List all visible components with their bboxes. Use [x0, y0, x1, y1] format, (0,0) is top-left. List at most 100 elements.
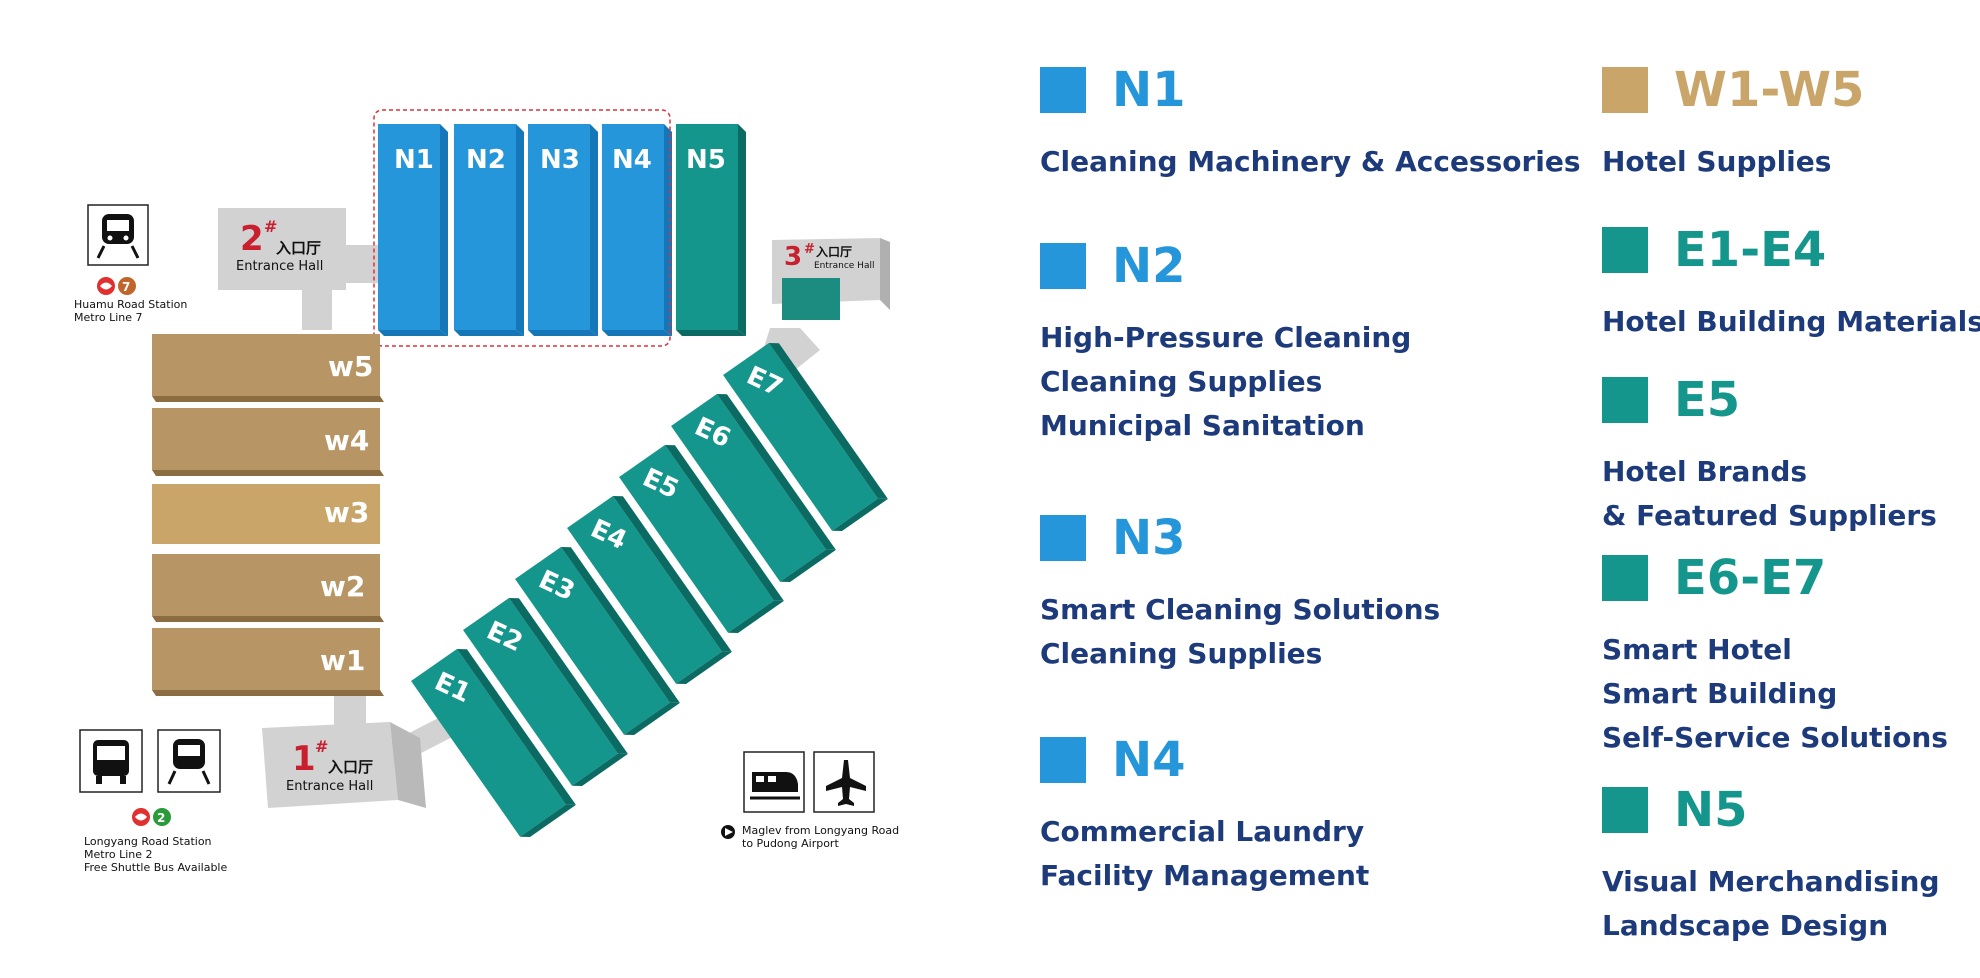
metro-7-station: Huamu Road Station: [74, 298, 187, 311]
legend-e6e7: E6-E7 Smart Hotel Smart Building Self-Se…: [1602, 550, 1948, 760]
hall-n1-label: N1: [394, 145, 434, 175]
metro-logo-icon: [132, 808, 150, 826]
legend-w-swatch: [1602, 67, 1648, 113]
hall-w3[interactable]: w3: [152, 484, 380, 544]
legend-n1-code: N1: [1112, 62, 1186, 118]
metro-line-7-badge-number: 7: [122, 280, 130, 294]
entrance-1-en: Entrance Hall: [286, 779, 373, 794]
transit-metro-7: 7 Huamu Road Station Metro Line 7: [74, 204, 187, 324]
north-halls: N1 N2 N3 N4 N5: [373, 109, 746, 347]
legend-n4-line: Commercial Laundry: [1040, 815, 1365, 848]
east-halls: E1 E2 E3 E4 E5: [411, 338, 888, 841]
hall-e3[interactable]: E3: [515, 542, 680, 739]
hall-e5[interactable]: E5: [619, 440, 784, 637]
legend-e5-code: E5: [1674, 372, 1741, 428]
hall-n1[interactable]: N1: [378, 124, 448, 336]
entrance-3-sup: #: [804, 242, 815, 257]
legend-n5-line: Visual Merchandising: [1602, 865, 1940, 898]
hall-n3-label: N3: [540, 145, 580, 175]
metro-line-2-badge-number: 2: [157, 811, 165, 825]
hall-e1[interactable]: E1: [411, 644, 576, 841]
entrance-hall-2[interactable]: 2 # 入口厅 Entrance Hall: [218, 208, 346, 290]
metro-line-2-badge: [153, 808, 171, 826]
legend-n5-line: Landscape Design: [1602, 909, 1889, 942]
legend-e6e7-line: Smart Hotel: [1602, 633, 1792, 666]
airplane-icon: [813, 751, 875, 813]
metro-line-7-badge: [118, 277, 136, 295]
hall-e2[interactable]: E2: [463, 593, 628, 790]
legend-n1-line: Cleaning Machinery & Accessories: [1040, 145, 1581, 178]
legend-e6e7-line: Smart Building: [1602, 677, 1838, 710]
legend-n3: N3 Smart Cleaning Solutions Cleaning Sup…: [1040, 510, 1440, 676]
hall-w3-label: w3: [324, 496, 369, 529]
maglev-train-icon: [743, 751, 805, 813]
legend-n2: N2 High-Pressure Cleaning Cleaning Suppl…: [1040, 238, 1411, 448]
legend-n3-line: Smart Cleaning Solutions: [1040, 593, 1441, 626]
legend-n2-line: High-Pressure Cleaning: [1040, 321, 1412, 354]
hall-n2[interactable]: N2: [454, 124, 524, 336]
venue-map: 2 # 入口厅 Entrance Hall 1 # 入口厅 Entrance H…: [74, 109, 899, 874]
metro-2-station: Longyang Road Station: [84, 835, 212, 848]
transit-metro-2: 2 Longyang Road Station Metro Line 2 Fre…: [79, 729, 227, 874]
legend-n3-line: Cleaning Supplies: [1040, 637, 1323, 670]
legend-n2-line: Cleaning Supplies: [1040, 365, 1323, 398]
entrance-1-sup: #: [315, 737, 328, 756]
metro-logo-icon: [97, 277, 115, 295]
metro-train-icon: [157, 729, 221, 793]
hall-n5-label: N5: [686, 145, 726, 175]
hall-n5[interactable]: N5: [676, 124, 746, 336]
maglev-line-1: Maglev from Longyang Road: [742, 824, 899, 837]
entrance-hall-3[interactable]: 3 # 入口厅 Entrance Hall: [772, 238, 890, 320]
transit-maglev: Maglev from Longyang Road to Pudong Airp…: [721, 751, 899, 850]
legend-e1e4: E1-E4 Hotel Building Materials: [1602, 222, 1980, 344]
legend-e6e7-code: E6-E7: [1674, 550, 1827, 606]
legend-n5-swatch: [1602, 787, 1648, 833]
west-halls: w5 w4 w3 w2 w1: [152, 334, 384, 696]
hall-w5[interactable]: w5: [152, 334, 384, 402]
hall-w4[interactable]: w4: [152, 408, 384, 476]
legend-e6e7-line: Self-Service Solutions: [1602, 721, 1948, 754]
legend-n1: N1 Cleaning Machinery & Accessories: [1040, 62, 1581, 184]
legend-w: W1-W5 Hotel Supplies: [1602, 62, 1864, 184]
hall-e7[interactable]: E7: [723, 338, 888, 535]
legend-n5-code: N5: [1674, 782, 1748, 838]
highlight-boundary: [373, 109, 671, 347]
hall-w4-label: w4: [324, 424, 369, 457]
hall-n2-label: N2: [466, 145, 506, 175]
entrance-hall-1[interactable]: 1 # 入口厅 Entrance Hall: [262, 722, 426, 808]
legend-n4-code: N4: [1112, 732, 1186, 788]
hall-w2-label: w2: [320, 570, 365, 603]
metro-2-shuttle: Free Shuttle Bus Available: [84, 861, 227, 874]
legend-e6e7-swatch: [1602, 555, 1648, 601]
hall-e4[interactable]: E4: [567, 491, 732, 688]
legend-e1e4-code: E1-E4: [1674, 222, 1827, 278]
legend-n5: N5 Visual Merchandising Landscape Design: [1602, 782, 1940, 948]
legend-n2-line: Municipal Sanitation: [1040, 409, 1365, 442]
legend-n1-swatch: [1040, 67, 1086, 113]
entrance-2-cn: 入口厅: [276, 239, 321, 257]
hall-w1-label: w1: [320, 644, 365, 677]
metro-7-line: Metro Line 7: [74, 311, 143, 324]
metro-train-icon: [87, 204, 149, 266]
play-bullet-icon: [721, 825, 735, 839]
legend-e5-line: Hotel Brands: [1602, 455, 1808, 488]
entrance-1-cn: 入口厅: [328, 758, 373, 776]
entrance-3-number: 3: [784, 242, 802, 272]
legend-n4: N4 Commercial Laundry Facility Managemen…: [1040, 732, 1369, 898]
hall-w1[interactable]: w1: [152, 628, 384, 696]
hall-n3[interactable]: N3: [528, 124, 598, 336]
hall-n4[interactable]: N4: [602, 124, 672, 336]
legend-n2-code: N2: [1112, 238, 1186, 294]
hall-e6[interactable]: E6: [671, 389, 836, 586]
entrance-3-cn: 入口厅: [816, 245, 852, 259]
legend-w-code: W1-W5: [1674, 62, 1865, 118]
legend-n3-code: N3: [1112, 510, 1186, 566]
entrance-1-number: 1: [292, 739, 316, 779]
legend-n2-swatch: [1040, 243, 1086, 289]
legend-n3-swatch: [1040, 515, 1086, 561]
legend-e5-line: & Featured Suppliers: [1602, 499, 1937, 532]
legend-n4-swatch: [1040, 737, 1086, 783]
hall-w2[interactable]: w2: [152, 554, 384, 622]
entrance-3-en: Entrance Hall: [814, 261, 874, 271]
legend-e5: E5 Hotel Brands & Featured Suppliers: [1602, 372, 1937, 538]
